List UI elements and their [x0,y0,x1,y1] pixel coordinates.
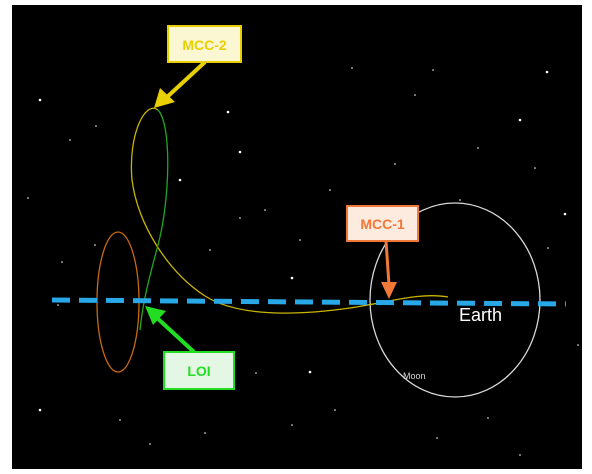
star [519,454,521,456]
star [38,408,42,412]
star [57,304,59,306]
star [209,249,211,251]
star [239,217,241,219]
star [27,197,29,199]
moon-orbit-circle [369,202,541,398]
star [459,199,461,201]
star [255,372,257,374]
star [119,419,121,421]
star [545,70,549,74]
star [238,150,242,154]
star [477,147,479,149]
earth-label: Earth [459,305,502,325]
star [518,118,522,122]
star [334,409,336,411]
star [290,276,294,280]
loi-arrow [145,306,196,354]
star-field [27,67,586,456]
star [178,178,182,182]
star [547,247,549,249]
star [94,244,96,246]
moon-label: Moon [403,371,426,381]
star [308,370,312,374]
star [204,432,206,434]
mcc2-arrow [154,60,207,108]
star [534,167,536,169]
loi-callout: LOI [163,351,235,390]
diagram-background [12,5,582,469]
star [584,409,586,411]
star [299,239,301,241]
mcc2-label: MCC-2 [182,37,227,53]
star [95,125,97,127]
star [577,344,579,346]
star [264,209,266,211]
loi-approach-trajectory [139,109,169,331]
mcc1-label: MCC-1 [360,216,405,232]
star [61,261,63,263]
star [291,424,293,426]
star [414,94,416,96]
star [351,67,353,69]
mcc2-callout: MCC-2 [167,25,242,63]
star [329,189,331,191]
star [69,139,71,141]
star [38,98,42,102]
mcc1-callout: MCC-1 [346,205,419,242]
star [394,163,396,165]
earth-moon-axis [51,297,567,307]
star [149,443,151,445]
star [226,110,230,114]
star [487,417,489,419]
star [436,437,438,439]
star [432,69,434,71]
mcc1-arrow [381,240,397,299]
loi-label: LOI [187,363,210,379]
star [563,212,567,216]
